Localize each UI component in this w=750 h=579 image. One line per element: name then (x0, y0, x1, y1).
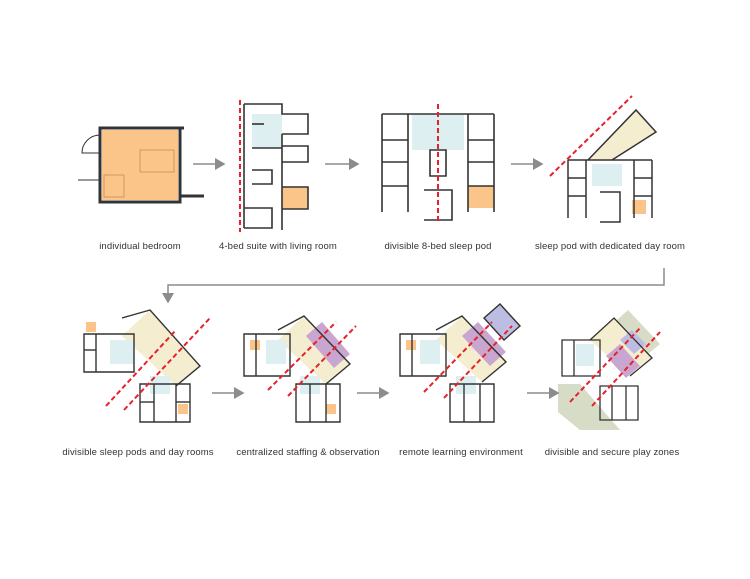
living-room-fill (266, 340, 286, 364)
caption-8-bed-pod: divisible 8-bed sleep pod (384, 241, 492, 252)
living-room-fill (150, 376, 170, 394)
bedroom-fill (86, 322, 96, 332)
caption-4-bed-suite: 4-bed suite with living room (219, 241, 337, 252)
toilet-area (103, 174, 125, 198)
play-zone-fill (558, 384, 620, 430)
caption-individual-bedroom: individual bedroom (99, 241, 181, 252)
panel-pod-with-day-room (549, 95, 658, 223)
day-room-fill (122, 310, 200, 386)
divider-line (267, 321, 337, 391)
divider-line (443, 325, 513, 399)
panel-pods-and-day-rooms (83, 309, 211, 423)
bedroom-fill (632, 200, 646, 214)
bedroom-fill (250, 340, 260, 350)
staffing-fill (606, 344, 640, 378)
door-swing (81, 134, 101, 154)
divider-line (549, 95, 633, 177)
divider-line (569, 327, 641, 403)
panel-8-bed-pod (381, 104, 495, 222)
bedroom-fill (282, 187, 308, 209)
pod-walls (567, 108, 658, 223)
living-room-fill (110, 340, 134, 364)
living-room-fill (592, 164, 622, 186)
day-room-fill (588, 110, 656, 160)
panel-individual-bedroom (78, 126, 204, 204)
learning-fill (484, 304, 520, 340)
divider-line (591, 331, 661, 407)
divider-line (123, 317, 211, 411)
bedroom-fill (468, 186, 494, 208)
bedroom-walls (98, 126, 182, 204)
caption-remote-learning: remote learning environment (399, 447, 523, 458)
day-room-fill (436, 316, 506, 382)
caption-pods-and-day-rooms: divisible sleep pods and day rooms (62, 447, 214, 458)
caption-play-zones: divisible and secure play zones (544, 447, 680, 458)
divider-line (105, 329, 177, 407)
day-room-fill (278, 316, 350, 384)
living-room-fill (252, 114, 282, 148)
staffing-fill (462, 322, 506, 366)
panel-play-zones (558, 310, 661, 430)
living-room-fill (456, 376, 476, 394)
caption-pod-with-day-room: sleep pod with dedicated day room (534, 241, 686, 252)
staffing-fill (312, 330, 326, 344)
pod-walls (83, 309, 202, 423)
bedroom-fill (406, 340, 416, 350)
panel-centralized-staffing (243, 315, 357, 423)
divider-line (287, 325, 357, 397)
panel-remote-learning (399, 303, 521, 423)
bedroom-fill (326, 404, 336, 414)
bedroom-fill (178, 404, 188, 414)
pod-walls (399, 303, 521, 423)
pod-walls (561, 317, 653, 421)
suite-walls (243, 103, 309, 230)
flow-arrows (162, 158, 665, 399)
caption-centralized-staffing: centralized staffing & observation (236, 447, 380, 458)
living-room-fill (420, 340, 440, 364)
pod-walls (243, 315, 352, 423)
arrow-4-to-5 (162, 268, 665, 304)
divider-line (423, 321, 493, 393)
learning-fill (620, 330, 646, 354)
panel-4-bed-suite (239, 100, 309, 232)
bed (139, 149, 175, 173)
living-room-fill (576, 344, 594, 366)
